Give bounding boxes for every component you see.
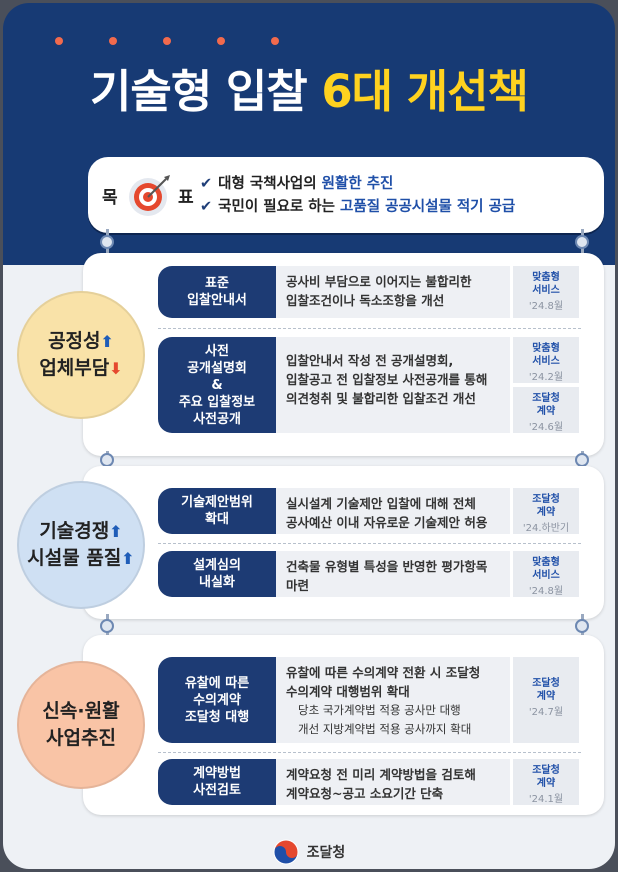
goal-box: 목 표 ✔ 대형 국책사업의 원활한 추진 ✔ 국민이 필요로 하는 고품질 공공시…: [88, 157, 604, 233]
item-desc: 건축물 유형별 특성을 반영한 평가항목 마련: [276, 551, 510, 597]
ring: [100, 453, 114, 467]
ring: [575, 235, 589, 249]
org-name: 조달청: [306, 845, 346, 861]
section-circle-fairness: 공정성⬆ 업체부담⬇: [17, 291, 145, 419]
circle-line2: 업체부담: [39, 357, 110, 379]
tag-label: 조달청 계약: [532, 494, 560, 518]
arrow-up-icon: ⬆: [121, 549, 135, 568]
item-desc: 실시설계 기술제안 입찰에 대해 전체 공사예산 이내 자유로운 기술제안 허용: [276, 488, 510, 534]
item-title: 유찰에 따른 수의계약 조달청 대행: [158, 657, 276, 743]
section-circle-tech: 기술경쟁⬆ 시설물 품질⬆: [17, 481, 145, 609]
ring: [100, 619, 114, 633]
ring: [575, 619, 589, 633]
dot: [163, 37, 171, 45]
dot: [217, 37, 225, 45]
taegeuk-logo-icon: [273, 839, 299, 865]
tag-label: 맞춤형 서비스: [532, 557, 560, 581]
arrow-up-icon: ⬆: [109, 522, 123, 541]
item-tag: 맞춤형 서비스 '24.2월: [513, 337, 579, 383]
goal-line2-pre: 국민이 필요로 하는: [218, 199, 341, 215]
goal-line1-pre: 대형 국책사업의: [218, 176, 322, 192]
goal-label-left: 목: [102, 188, 118, 208]
item-desc: 유찰에 따른 수의계약 전환 시 조달청 수의계약 대행범위 확대: [286, 665, 481, 699]
divider: [158, 328, 581, 329]
ring: [100, 235, 114, 249]
poster: 기술형 입찰 6대 개선책 목 표 ✔ 대형 국책사업의 원활한 추진 ✔ 국민이 …: [3, 3, 615, 869]
item-title: 기술제안범위 확대: [158, 488, 276, 534]
tag-label: 조달청 계약: [532, 678, 560, 702]
tag-date: '24.1월: [528, 794, 564, 805]
tag-label: 조달청 계약: [532, 393, 560, 417]
goal-line2-em: 고품질 공공시설물 적기 공급: [340, 199, 516, 215]
tag-date: '24.6월: [528, 422, 564, 433]
circle-line1: 신속·원활: [42, 700, 120, 722]
item-tag: 맞춤형 서비스 '24.8월: [513, 551, 579, 597]
goal-line1-em: 원활한 추진: [321, 176, 394, 192]
check-icon: ✔: [200, 199, 213, 215]
circle-line1: 기술경쟁: [39, 520, 110, 542]
arrow-down-icon: ⬇: [109, 359, 123, 378]
tag-date: '24.하반기: [522, 523, 570, 534]
item-title: 표준 입찰안내서: [158, 266, 276, 318]
item-tag: 조달청 계약 '24.1월: [513, 759, 579, 805]
circle-line2: 시설물 품질: [27, 547, 122, 569]
tag-label: 조달청 계약: [532, 765, 560, 789]
title-part2: 6대 개선책: [321, 65, 529, 118]
item-tag: 맞춤형 서비스 '24.8월: [513, 266, 579, 318]
tag-date: '24.7월: [528, 707, 564, 718]
tag-date: '24.2월: [528, 372, 564, 383]
item-desc-sub2: 개선 지방계약법 적용 공사까지 확대: [298, 722, 472, 736]
page-title: 기술형 입찰 6대 개선책: [3, 55, 615, 120]
item-desc-sub1: 당초 국가계약법 적용 공사만 대행: [298, 703, 461, 717]
goal-label-right: 표: [178, 188, 194, 208]
tag-label: 맞춤형 서비스: [532, 272, 560, 296]
ring: [575, 453, 589, 467]
item-desc: 공사비 부담으로 이어지는 불합리한 입찰조건이나 독소조항을 개선: [276, 266, 510, 318]
goal-line-2: ✔ 국민이 필요로 하는 고품질 공공시설물 적기 공급: [200, 196, 515, 219]
dot: [109, 37, 117, 45]
footer: 조달청: [3, 839, 615, 865]
title-part1: 기술형 입찰: [90, 65, 308, 118]
section-circle-speed: 신속·원활 사업추진: [17, 661, 145, 789]
dot: [271, 37, 279, 45]
check-icon: ✔: [200, 176, 213, 192]
item-desc: 계약요청 전 미리 계약방법을 검토해 계약요청~공고 소요기간 단축: [276, 759, 510, 805]
goal-line-1: ✔ 대형 국책사업의 원활한 추진: [200, 173, 515, 196]
item-desc-box: 유찰에 따른 수의계약 전환 시 조달청 수의계약 대행범위 확대 당초 국가계…: [276, 657, 510, 743]
circle-line2: 사업추진: [46, 727, 116, 749]
item-tag: 조달청 계약 '24.7월: [513, 657, 579, 743]
goal-lines: ✔ 대형 국책사업의 원활한 추진 ✔ 국민이 필요로 하는 고품질 공공시설물 적…: [200, 173, 515, 219]
item-title: 사전 공개설명회 & 주요 입찰정보 사전공개: [158, 337, 276, 433]
item-title: 계약방법 사전검토: [158, 759, 276, 805]
divider: [158, 543, 581, 544]
item-desc: 입찰안내서 작성 전 공개설명회, 입찰공고 전 입찰정보 사전공개를 통해 의…: [276, 337, 510, 433]
arrow-up-icon: ⬆: [100, 332, 114, 351]
target-icon: [129, 175, 170, 216]
divider: [158, 752, 581, 753]
item-title: 설계심의 내실화: [158, 551, 276, 597]
circle-line1: 공정성: [48, 330, 101, 352]
tag-date: '24.8월: [528, 586, 564, 597]
item-tag: 조달청 계약 '24.하반기: [513, 488, 579, 534]
decorative-dots: [55, 37, 279, 45]
item-tag: 조달청 계약 '24.6월: [513, 387, 579, 433]
dot: [55, 37, 63, 45]
tag-date: '24.8월: [528, 301, 564, 312]
tag-label: 맞춤형 서비스: [532, 343, 560, 367]
